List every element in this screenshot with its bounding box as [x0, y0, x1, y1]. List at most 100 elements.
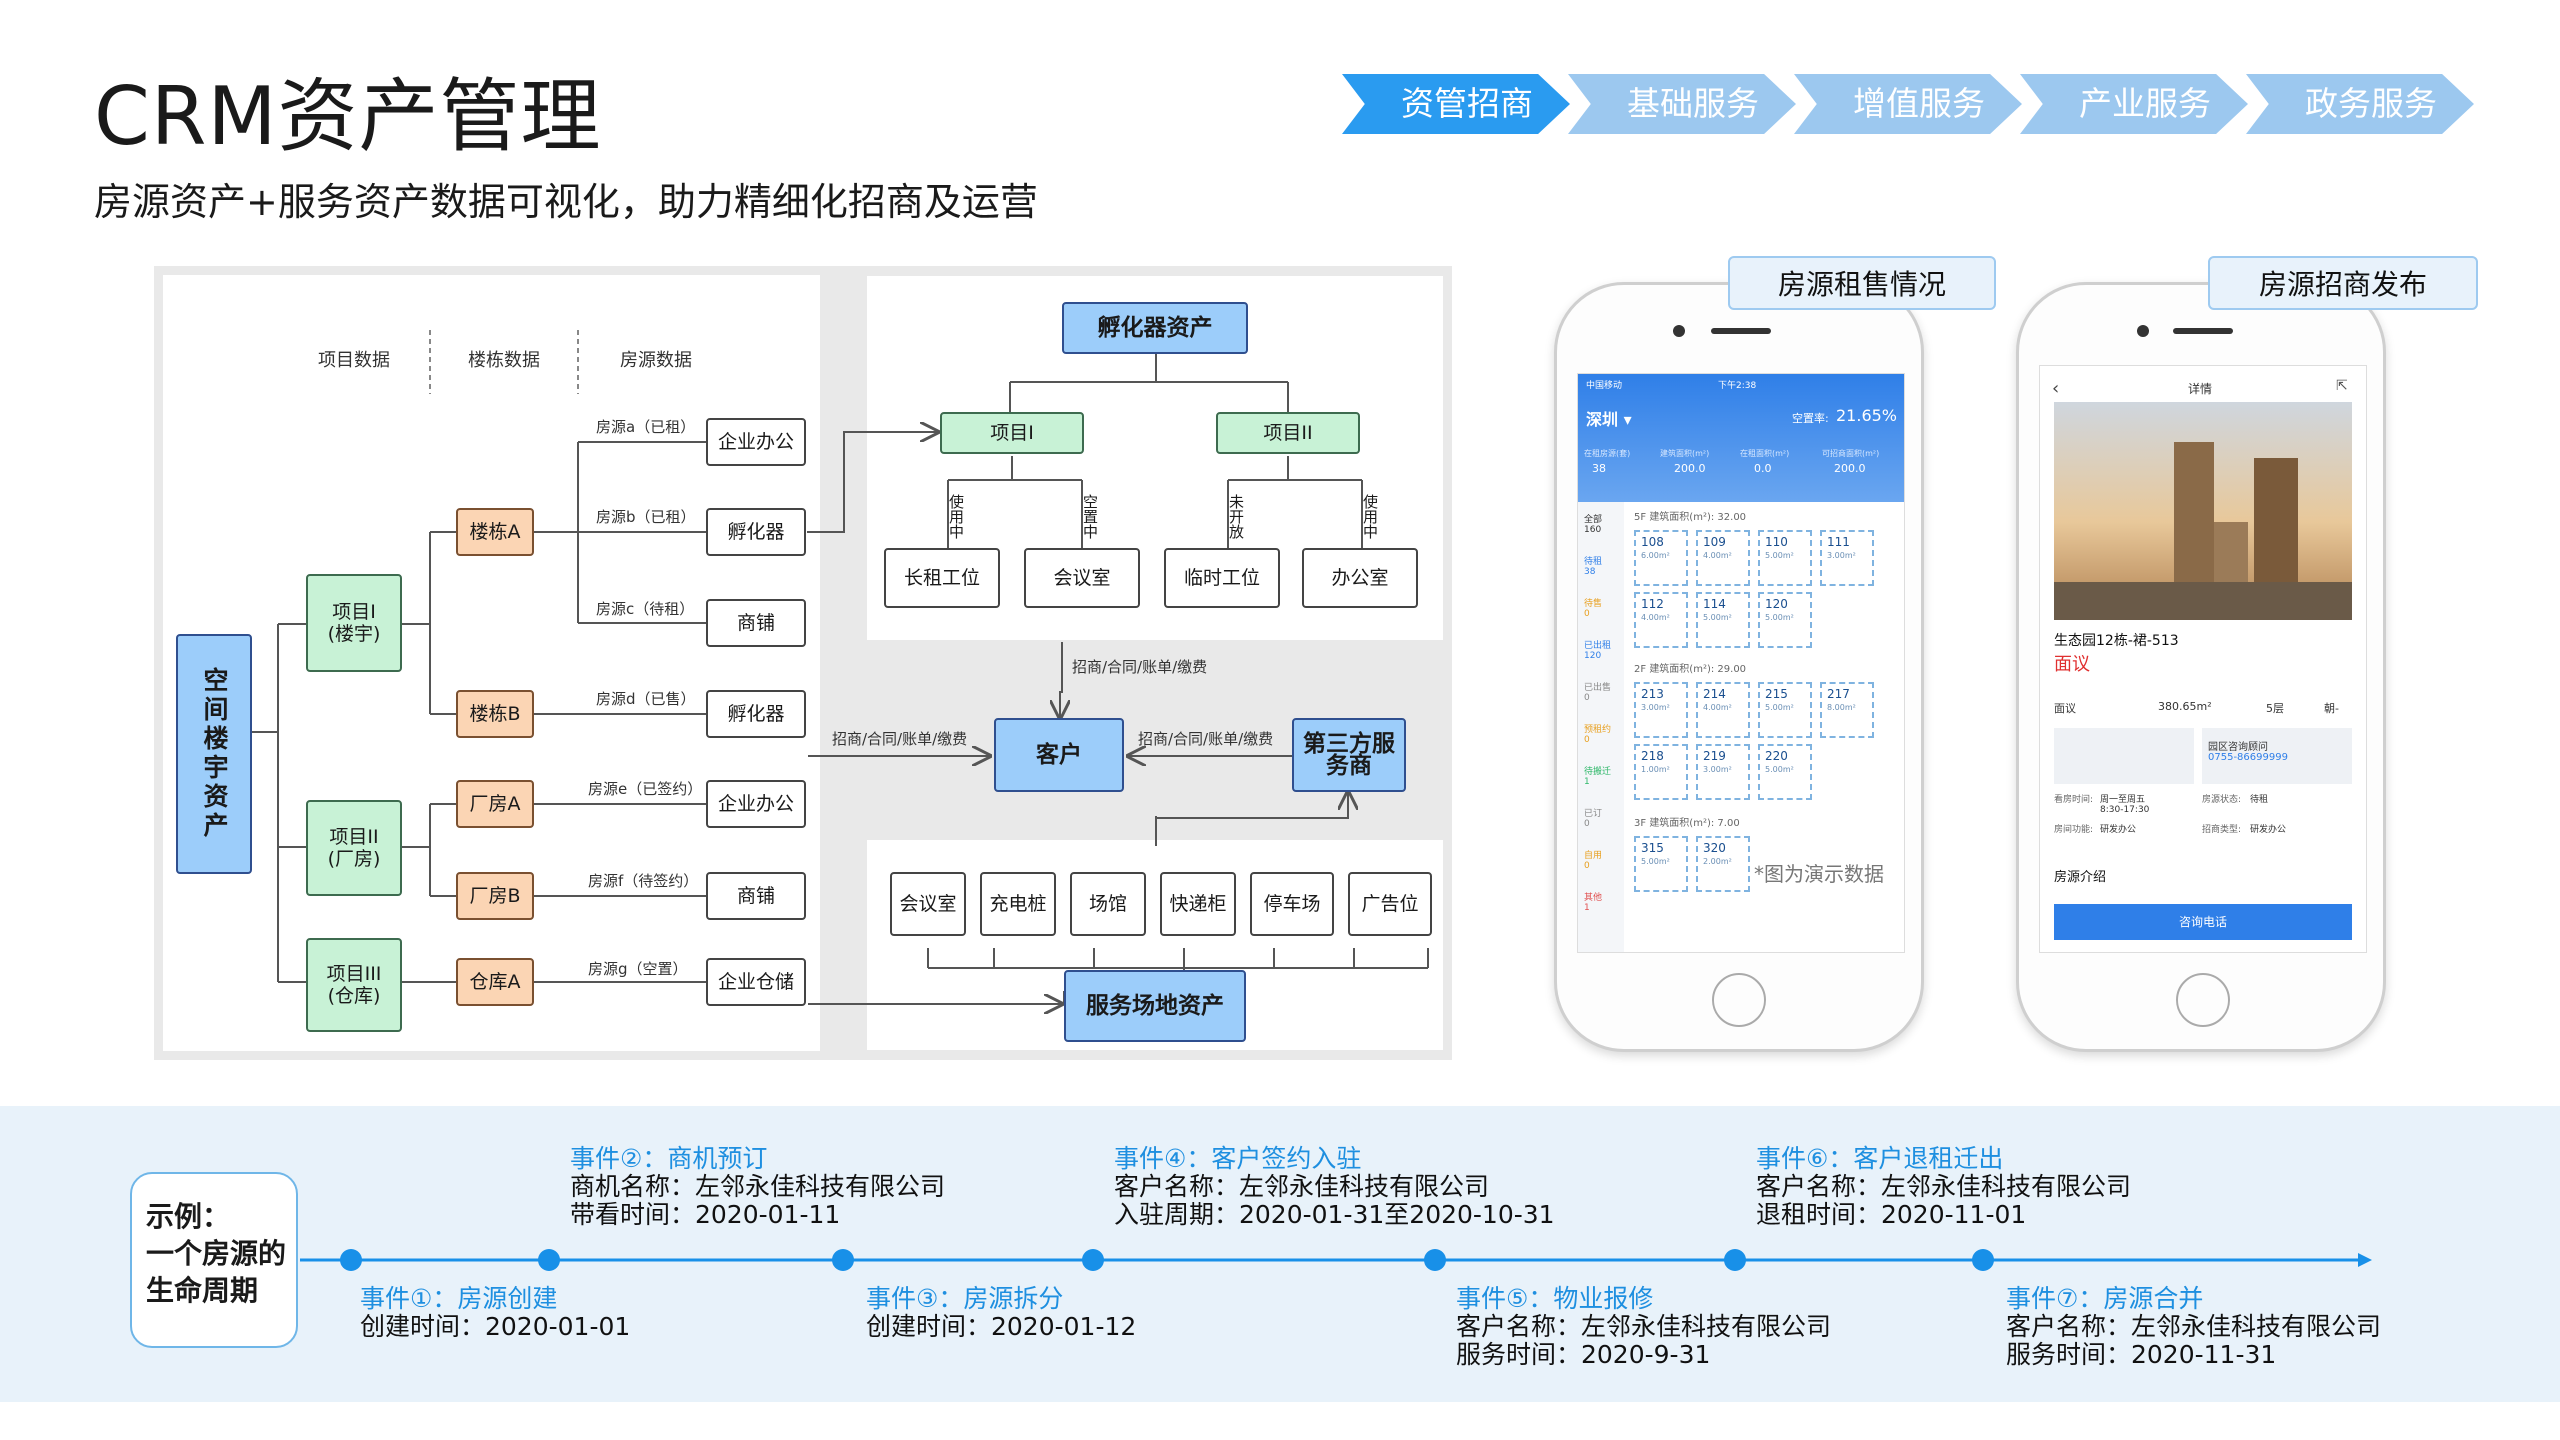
diagram-connectors: [252, 330, 1429, 1060]
room-name: 生态园12栋-裙-513: [2054, 633, 2179, 649]
speaker-icon: [1711, 328, 1771, 334]
event-detail: 入驻周期：2020-01-31至2020-10-31: [1114, 1200, 1555, 1229]
event-title: 事件①：房源创建: [360, 1284, 558, 1313]
tab-government-services[interactable]: 政务服务: [2246, 74, 2474, 134]
room-type-node: 企业办公: [706, 418, 806, 466]
back-icon[interactable]: ‹: [2052, 378, 2060, 399]
consult-phone-button[interactable]: 咨询电话: [2054, 904, 2352, 940]
third-party-node: 第三方服务商: [1292, 718, 1406, 792]
space-asset-panel: [163, 275, 820, 1051]
vacancy-value: 21.65%: [1836, 406, 1898, 425]
timeline-dot[interactable]: [340, 1249, 362, 1271]
venue-item-node: 广告位: [1348, 872, 1432, 936]
timeline-dot[interactable]: [538, 1249, 560, 1271]
floor-header: 3F 建筑面积(m²): 7.00: [1634, 818, 1740, 829]
lifecycle-band: [0, 1106, 2560, 1402]
home-button[interactable]: [2176, 973, 2230, 1027]
phone2-screen: ‹ 详情 ⇱ 生态园12栋-裙-513 面议 面议 380.65m² 5层 朝-…: [2039, 365, 2367, 953]
map-preview[interactable]: [2054, 728, 2194, 784]
timeline-dot[interactable]: [1972, 1249, 1994, 1271]
city-label: 深圳: [1586, 410, 1619, 429]
contact-label: 园区咨询顾问: [2208, 742, 2268, 753]
unit-status: 使用中: [1361, 493, 1379, 539]
incubator-unit-node: 临时工位: [1164, 548, 1280, 608]
phone1-tag: 房源租售情况: [1728, 256, 1996, 310]
tab-value-added-services[interactable]: 增值服务: [1794, 74, 2022, 134]
timeline-dot[interactable]: [1424, 1249, 1446, 1271]
building-node: 楼栋B: [456, 690, 534, 738]
phone-listing-publish: ‹ 详情 ⇱ 生态园12栋-裙-513 面议 面议 380.65m² 5层 朝-…: [2016, 282, 2386, 1052]
room-label: 房源e（已签约）: [588, 780, 703, 798]
share-icon[interactable]: ⇱: [2336, 378, 2348, 394]
stat-value: 0.0: [1754, 462, 1772, 475]
info-key: 招商类型:: [2202, 825, 2242, 835]
timeline-dot[interactable]: [1724, 1249, 1746, 1271]
example-box: 示例： 一个房源的 生命周期: [130, 1172, 298, 1348]
camera-icon: [2137, 325, 2149, 337]
event-detail: 客户名称：左邻永佳科技有限公司: [2006, 1312, 2382, 1341]
asset-diagram: 项目数据 楼栋数据 房源数据 空间楼宇资产 项目I (楼宇) 项目II (厂房)…: [154, 266, 1452, 1060]
info-value: 周一至周五 8:30-17:30: [2100, 795, 2150, 815]
header-project-data: 项目数据: [318, 350, 390, 371]
tab-asset-leasing[interactable]: 资管招商: [1342, 74, 1570, 134]
contact-card[interactable]: 园区咨询顾问 0755-86699999: [2202, 728, 2352, 784]
city-selector[interactable]: 深圳 ▾: [1586, 410, 1632, 429]
room-label: 房源f（待签约）: [588, 872, 699, 890]
info-key: 房间功能:: [2054, 825, 2094, 835]
header-building-data: 楼栋数据: [468, 350, 540, 371]
orientation: 朝-: [2324, 702, 2339, 715]
venue-item-node: 场馆: [1070, 872, 1146, 936]
camera-icon: [1673, 325, 1685, 337]
page-title: CRM资产管理: [94, 70, 602, 163]
building-photo: [2054, 402, 2352, 620]
venue-item-node: 停车场: [1250, 872, 1334, 936]
info-key: 房源状态:: [2202, 795, 2242, 805]
tab-industry-services[interactable]: 产业服务: [2020, 74, 2248, 134]
info-key: 看房时间:: [2054, 795, 2094, 805]
unit-status: 未开放: [1227, 493, 1245, 539]
room-type-node: 商铺: [706, 872, 806, 920]
event-detail: 带看时间：2020-01-11: [570, 1200, 841, 1229]
phone2-tag: 房源招商发布: [2208, 256, 2478, 310]
timeline-dot[interactable]: [1082, 1249, 1104, 1271]
phone1-screen: 中国移动 下午2:38 深圳 ▾ 空置率: 21.65% 在租房源(套) 38 …: [1577, 373, 1905, 953]
tab-basic-services[interactable]: 基础服务: [1568, 74, 1796, 134]
venue-item-node: 会议室: [890, 872, 966, 936]
timeline-dot[interactable]: [832, 1249, 854, 1271]
project-node: 项目I (楼宇): [306, 574, 402, 672]
tab-label: 增值服务: [1853, 84, 1985, 123]
info-value: 研发办公: [2100, 825, 2137, 835]
event-detail: 退租时间：2020-11-01: [1756, 1200, 2027, 1229]
home-button[interactable]: [1712, 973, 1766, 1027]
stats-header: 中国移动 下午2:38 深圳 ▾ 空置率: 21.65% 在租房源(套) 38 …: [1578, 374, 1904, 502]
unit-status: 空置中: [1081, 493, 1099, 539]
header-room-data: 房源数据: [620, 350, 692, 371]
stat-label: 在租房源(套): [1584, 449, 1631, 458]
